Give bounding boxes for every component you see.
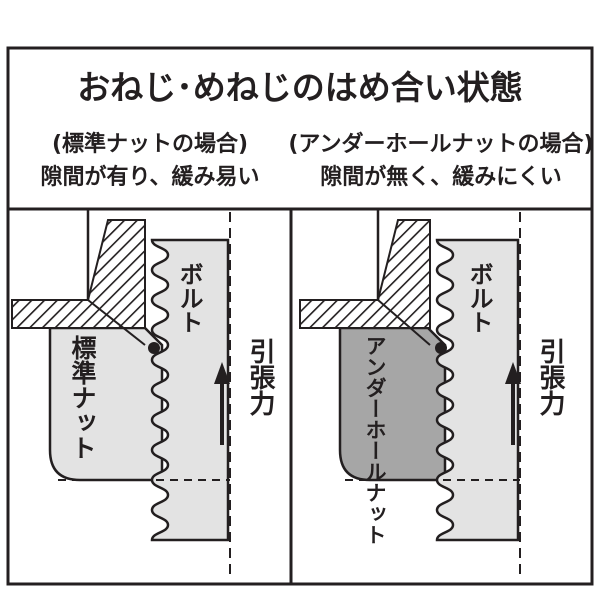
left-force-label-box: 引張力 bbox=[245, 338, 275, 416]
left-contact-point bbox=[148, 342, 160, 354]
left-bolt-label-box: ボルト bbox=[175, 262, 203, 334]
right-force-arrow-head bbox=[505, 362, 521, 384]
left-chamfer-line bbox=[87, 299, 146, 346]
left-nut-label: 標準ナット bbox=[70, 335, 97, 460]
right-bolt-label: ボルト bbox=[465, 262, 493, 334]
right-hatched-plate bbox=[299, 219, 431, 329]
left-caption-line1: (標準ナットの場合) bbox=[52, 131, 248, 157]
left-force-label: 引張力 bbox=[245, 338, 275, 416]
left-panel bbox=[11, 209, 231, 580]
right-caption-line2: 隙間が無く、緩みにくい bbox=[320, 164, 562, 190]
left-nut-label-box: 標準ナット bbox=[70, 335, 97, 460]
right-bolt-thread bbox=[435, 238, 520, 542]
left-force-arrow-head bbox=[214, 362, 230, 384]
right-chamfer-line bbox=[377, 299, 431, 346]
right-contact-point bbox=[435, 342, 447, 354]
right-caption-line1: (アンダーホールナットの場合) bbox=[288, 131, 593, 157]
left-bolt-thread bbox=[150, 238, 230, 542]
right-panel bbox=[299, 209, 521, 580]
left-caption-line2: 隙間が有り、緩み易い bbox=[40, 164, 259, 190]
left-hatched-plate bbox=[11, 219, 146, 329]
right-force-label-box: 引張力 bbox=[535, 338, 565, 416]
right-bolt-label-box: ボルト bbox=[465, 262, 493, 334]
right-nut-label: アンダーホールナット bbox=[364, 335, 387, 545]
diagram-title: おねじ･めねじのはめ合い状態 bbox=[77, 68, 523, 107]
left-bolt-label: ボルト bbox=[175, 262, 203, 334]
right-force-label: 引張力 bbox=[535, 338, 565, 416]
right-nut-label-box: アンダーホールナット bbox=[364, 335, 387, 545]
